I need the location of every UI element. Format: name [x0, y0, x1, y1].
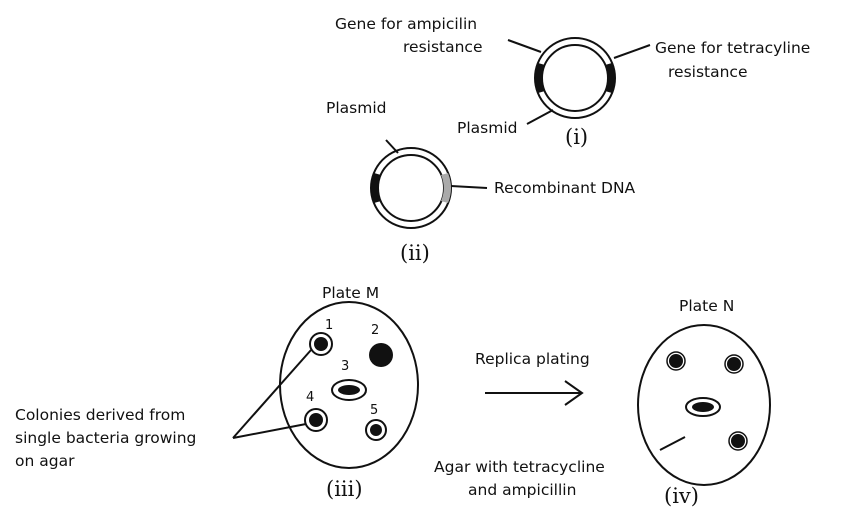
tetracyline-gene-segment: [605, 63, 615, 93]
plasmid-ii-label: Plasmid: [326, 99, 387, 117]
recombinant-dna-segment: [441, 173, 451, 203]
figure-ii-label: (ii): [400, 241, 430, 265]
colony-4: [304, 408, 328, 432]
colony-number-5: 5: [370, 403, 379, 418]
recombinant-dna-label: Recombinant DNA: [494, 179, 636, 197]
plasmid-ii: [370, 139, 488, 229]
ii-black-gene-segment: [371, 173, 381, 203]
colony-3: [331, 379, 367, 401]
plate-m: [232, 301, 419, 469]
tetracyline-gene-label-line1: Gene for tetracyline: [655, 39, 811, 57]
plate-m-label: Plate M: [322, 284, 380, 302]
replica-plating-label: Replica plating: [475, 350, 590, 368]
figure-iii-label: (iii): [326, 477, 363, 501]
replica-plating-arrow: [485, 380, 584, 406]
agar-label-line2: and ampicillin: [468, 481, 577, 499]
plate-n: [637, 324, 771, 486]
colonies-label-line3: on agar: [15, 452, 75, 470]
plate-n-label: Plate N: [679, 297, 735, 315]
colony-number-3: 3: [341, 359, 350, 374]
plasmid-i: [507, 37, 651, 125]
tetracyline-gene-label-line2: resistance: [668, 63, 748, 81]
colony-5: [365, 419, 387, 441]
figure-i-label: (i): [565, 125, 589, 149]
agar-label-line1: Agar with tetracycline: [434, 458, 605, 476]
colony-2: [369, 343, 393, 367]
colony-number-1: 1: [325, 318, 334, 333]
ampicilin-gene-label-line1: Gene for ampicilin: [335, 15, 478, 33]
colony-number-2: 2: [371, 323, 380, 338]
plasmid-i-label: Plasmid: [457, 119, 518, 137]
plate-n-colony-4: [728, 431, 748, 451]
colony-1: [309, 332, 333, 356]
colonies-label-line2: single bacteria growing: [15, 429, 197, 447]
figure-iv-label: (iv): [664, 484, 699, 508]
plate-n-colony-2: [724, 354, 744, 374]
plate-n-colony-3: [685, 397, 721, 417]
ampicilin-gene-segment: [535, 63, 545, 93]
ampicilin-gene-label-line2: resistance: [403, 38, 483, 56]
colonies-label-line1: Colonies derived from: [15, 406, 186, 424]
plate-n-colony-1: [666, 351, 686, 371]
colony-number-4: 4: [306, 390, 315, 405]
